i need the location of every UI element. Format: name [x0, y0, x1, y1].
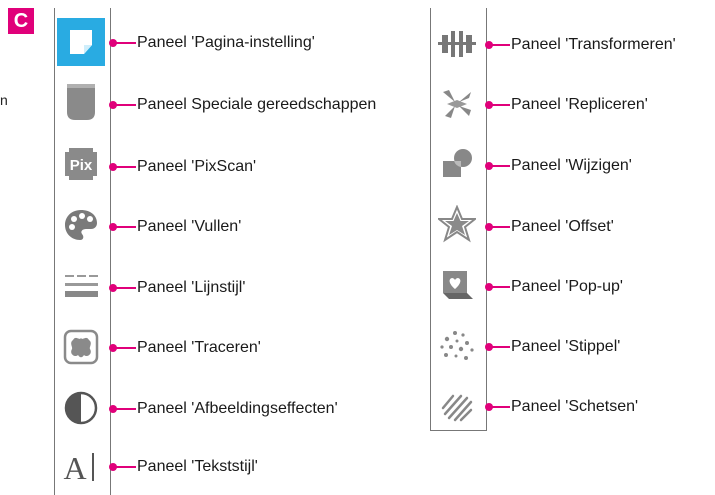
popup-icon[interactable] [433, 261, 481, 309]
offset-star-icon[interactable] [433, 200, 481, 248]
panel-label-stipple: Paneel 'Stippel' [511, 338, 621, 355]
callout-line [485, 41, 510, 49]
panel-label-line-style: Paneel 'Lijnstijl' [137, 279, 246, 296]
modify-icon[interactable] [433, 140, 481, 188]
callout-line [485, 343, 510, 351]
replicate-icon[interactable] [433, 80, 481, 128]
left-panel-strip [54, 8, 111, 495]
callout-line [109, 405, 136, 413]
callout-line [109, 101, 136, 109]
callout-line [485, 101, 510, 109]
cropped-text: n [0, 92, 8, 108]
panel-label-page-setup: Paneel 'Pagina-instelling' [137, 34, 315, 51]
pixscan-icon[interactable]: Pix [57, 140, 105, 188]
panel-label-replicate: Paneel 'Repliceren' [511, 96, 648, 113]
panel-label-text-style: Paneel 'Tekststijl' [137, 458, 258, 475]
panel-label-special-tools: Paneel Speciale gereedschappen [137, 96, 377, 113]
callout-line [485, 223, 510, 231]
image-effects-icon[interactable] [57, 384, 105, 432]
callout-line [485, 403, 510, 411]
panel-label-transform: Paneel 'Transformeren' [511, 36, 676, 53]
panel-label-modify: Paneel 'Wijzigen' [511, 157, 632, 174]
callout-line [109, 463, 136, 471]
right-panel-strip [430, 8, 487, 431]
section-badge: C [8, 8, 34, 34]
callout-line [109, 223, 136, 231]
panel-label-trace: Paneel 'Traceren' [137, 339, 261, 356]
fill-palette-icon[interactable] [57, 201, 105, 249]
panel-label-sketch: Paneel 'Schetsen' [511, 398, 639, 415]
special-tools-icon[interactable] [57, 78, 105, 126]
panel-label-offset: Paneel 'Offset' [511, 218, 614, 235]
callout-line [485, 162, 510, 170]
callout-line [109, 284, 136, 292]
page-setup-icon[interactable] [57, 18, 105, 66]
panel-label-pixscan: Paneel 'PixScan' [137, 158, 257, 175]
svg-text:Pix: Pix [70, 157, 93, 174]
callout-line [109, 344, 136, 352]
panel-label-popup: Paneel 'Pop-up' [511, 278, 623, 295]
trace-icon[interactable] [57, 323, 105, 371]
panel-label-image-effects: Paneel 'Afbeeldingseffecten' [137, 400, 338, 417]
callout-line [109, 163, 136, 171]
line-style-icon[interactable] [57, 262, 105, 310]
callout-line [485, 283, 510, 291]
svg-text:A: A [63, 450, 86, 485]
callout-line [109, 39, 136, 47]
panel-label-fill: Paneel 'Vullen' [137, 218, 242, 235]
transform-icon[interactable] [433, 20, 481, 68]
stipple-icon[interactable] [433, 322, 481, 370]
text-style-icon[interactable]: A [57, 443, 105, 491]
sketch-icon[interactable] [433, 382, 481, 430]
